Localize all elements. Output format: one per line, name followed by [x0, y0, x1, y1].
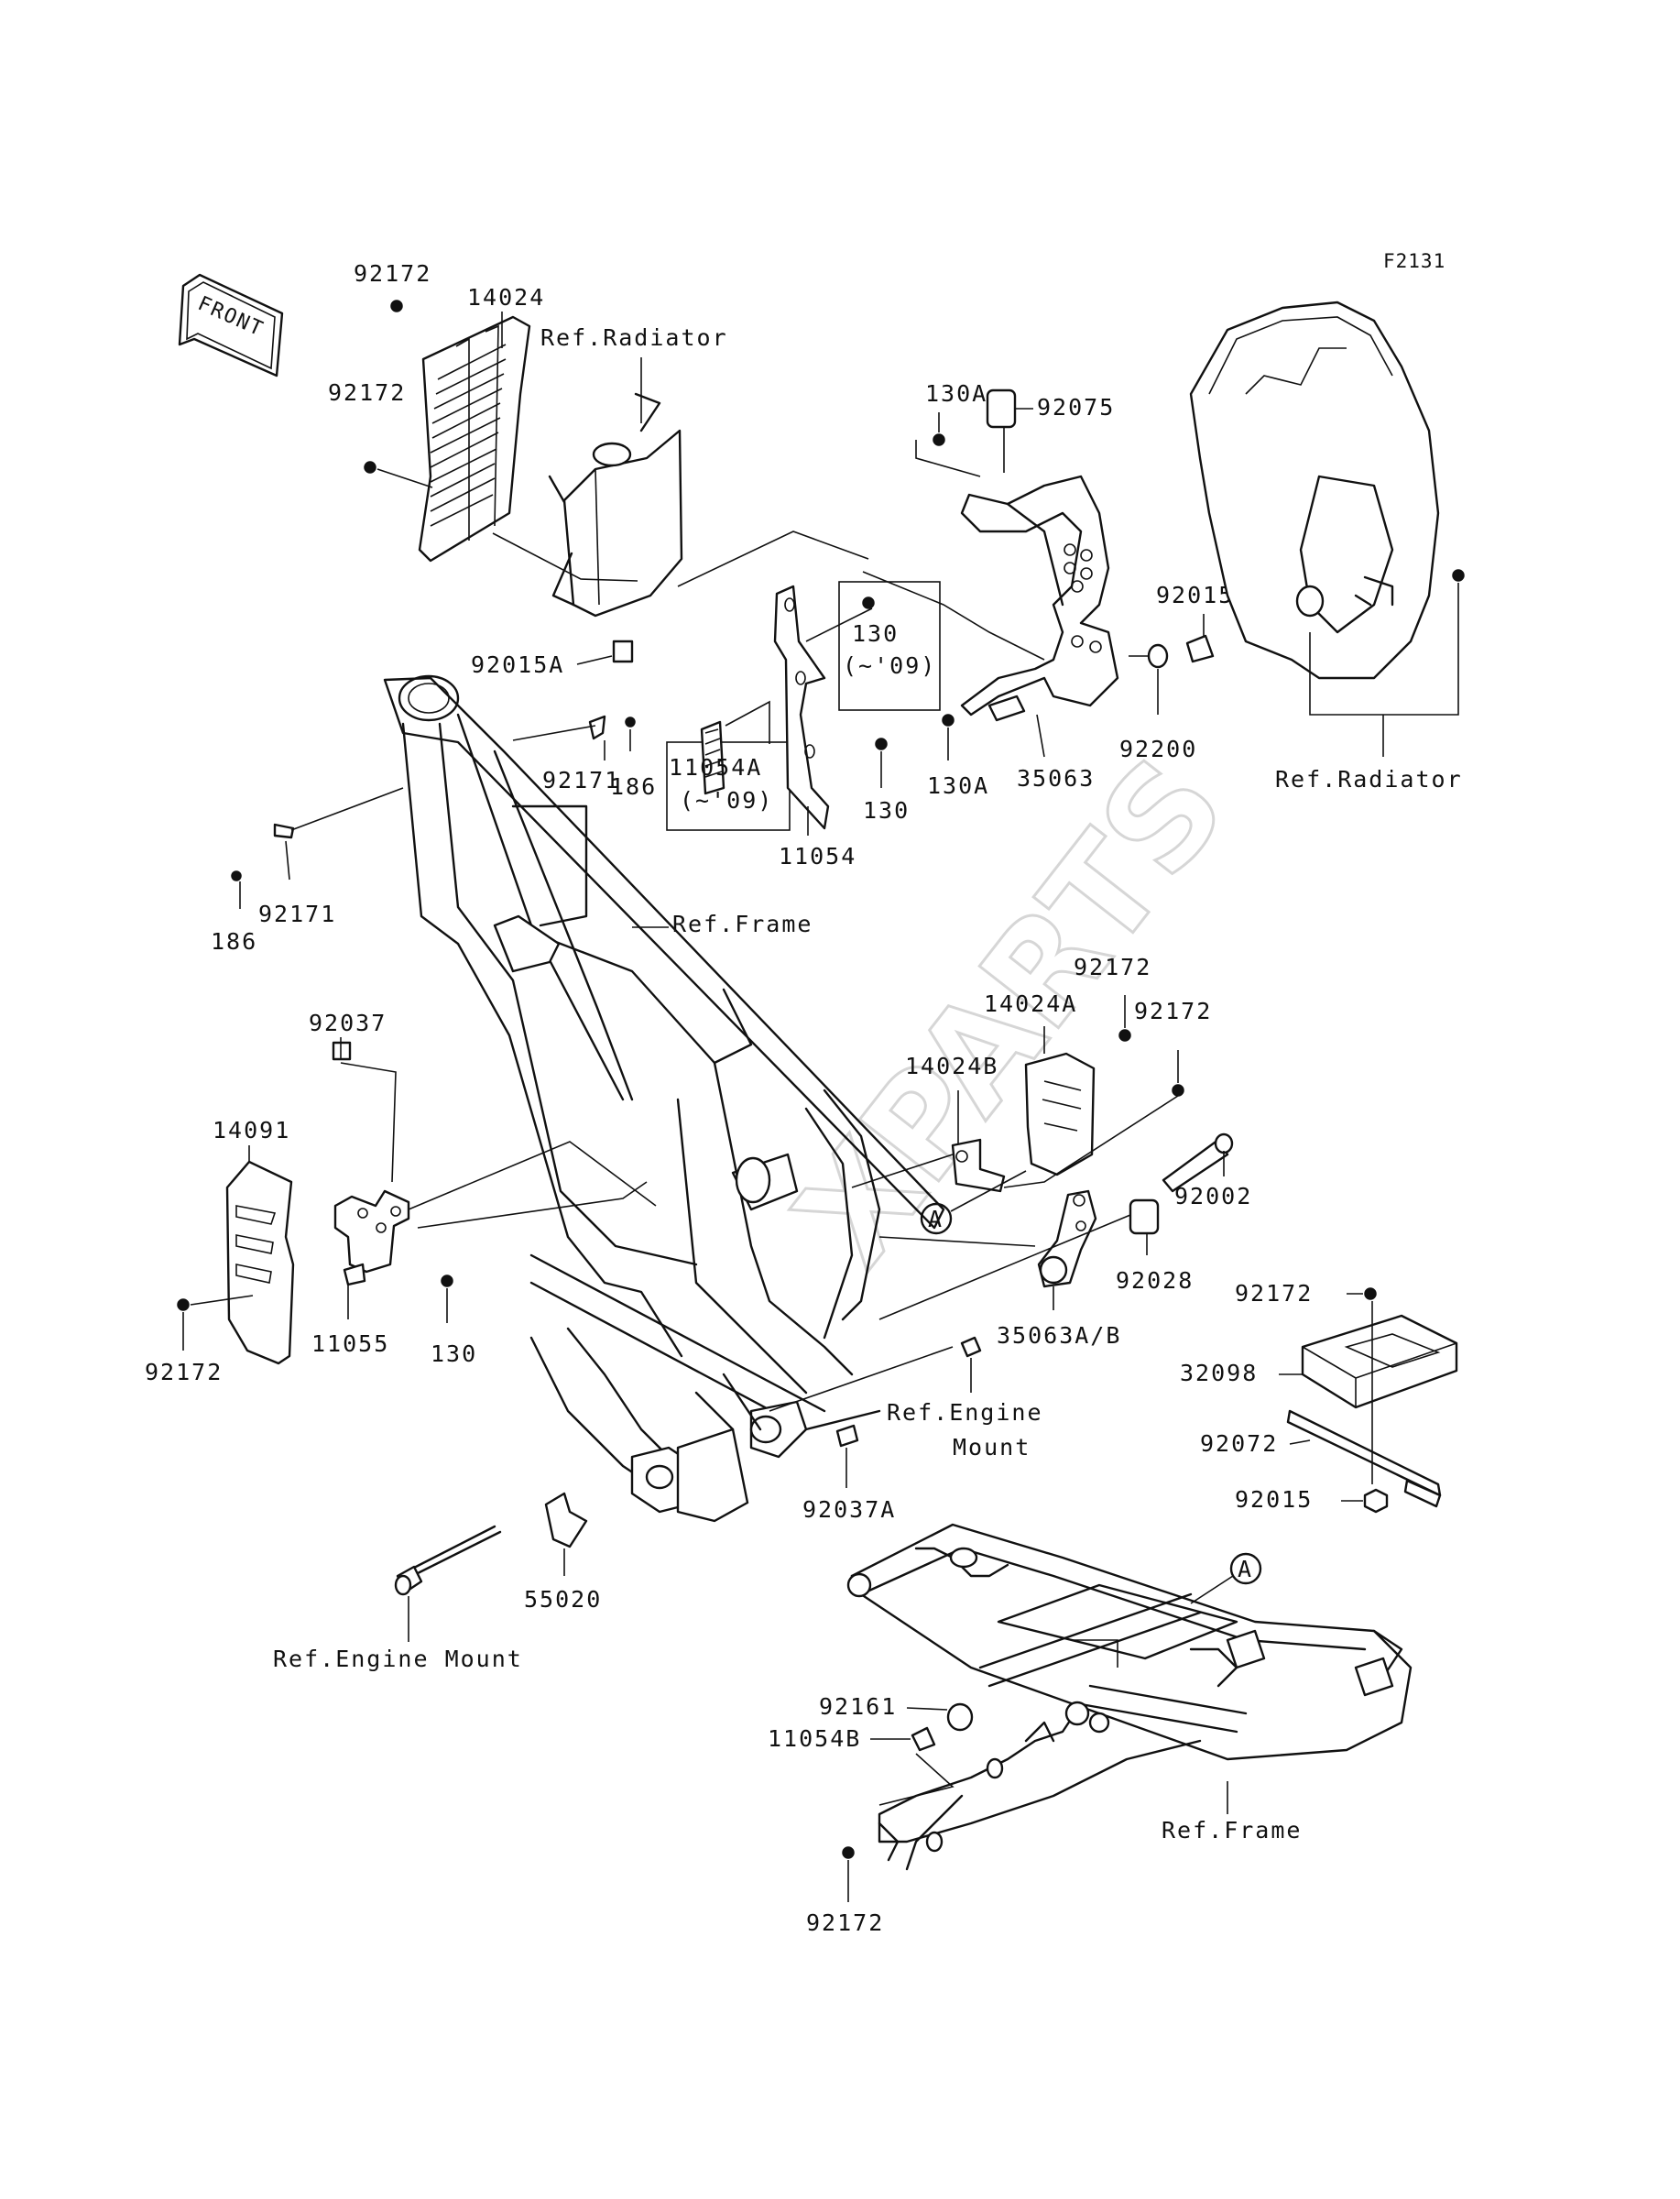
- label-130A-top: 130A: [925, 380, 987, 407]
- clip-11054B: [911, 1726, 936, 1752]
- label-ref-frame-top: Ref.Frame: [672, 911, 813, 937]
- bolt-130A-top: [933, 433, 945, 446]
- label-186-a: 186: [610, 773, 657, 800]
- label-92002: 92002: [1174, 1183, 1252, 1209]
- bolt-92172-f: [1364, 1287, 1377, 1300]
- label-92172-a: 92172: [354, 260, 431, 287]
- collar-92075: [986, 388, 1017, 429]
- callout-A-bottom-label: A: [1238, 1556, 1253, 1582]
- bolt-92172-e: [1172, 1084, 1184, 1097]
- bracket-35063: [960, 475, 1119, 722]
- front-arrow-label: FRONT: [194, 292, 267, 342]
- bolt-92172-b: [364, 461, 376, 474]
- bracket-11054: [773, 585, 830, 830]
- label-ref-engine-mount-mid-2: Mount: [953, 1434, 1031, 1461]
- label-ref-radiator-top: Ref.Radiator: [540, 324, 728, 351]
- main-frame: [383, 674, 945, 1523]
- label-130A-mid: 130A: [927, 772, 989, 799]
- callout-A-mid-label: A: [928, 1206, 944, 1232]
- label-11054: 11054: [779, 843, 856, 870]
- label-35063AB: 35063A/B: [997, 1322, 1121, 1349]
- clip-92171-b: [273, 823, 295, 839]
- collar-92015B: [1185, 634, 1215, 663]
- label-14024: 14024: [467, 284, 545, 311]
- guard-14024A: [1024, 1052, 1096, 1176]
- label-11055: 11055: [311, 1330, 389, 1357]
- bracket-11055: [333, 1189, 410, 1274]
- nut-92015: [1363, 1488, 1389, 1514]
- bolt-92172-g: [842, 1846, 855, 1859]
- label-92015A: 92015A: [471, 651, 564, 678]
- front-arrow-icon: FRONT: [178, 273, 284, 377]
- label-92037A: 92037A: [802, 1496, 896, 1523]
- label-35063: 35063: [1017, 765, 1095, 792]
- label-186-b: 186: [211, 928, 257, 955]
- label-130-low: 130: [431, 1340, 477, 1367]
- label-32098: 32098: [1180, 1360, 1258, 1386]
- label-11054A: 11054A: [669, 754, 762, 781]
- label-ref-radiator-right: Ref.Radiator: [1275, 766, 1463, 793]
- label-92172-d: 92172: [1074, 954, 1151, 980]
- bolt-130-paren: [862, 596, 875, 609]
- bolt-130-low: [441, 1275, 453, 1287]
- label-130-paren-note: (~'09): [843, 652, 936, 679]
- bracket-55020: [544, 1492, 588, 1548]
- label-ref-engine-mount-bottom: Ref.Engine Mount: [273, 1646, 523, 1672]
- radiator-guard-14024: [418, 315, 531, 563]
- clip-92037: [332, 1041, 352, 1061]
- label-92171-b: 92171: [258, 901, 336, 927]
- nut-engine-mount: [960, 1336, 982, 1358]
- label-92075: 92075: [1037, 394, 1115, 421]
- label-92172-f: 92172: [1235, 1280, 1313, 1307]
- label-92172-c: 92172: [145, 1359, 223, 1385]
- label-92171-a: 92171: [542, 767, 620, 793]
- label-92172-g: 92172: [806, 1909, 884, 1936]
- label-ref-frame-bottom: Ref.Frame: [1162, 1817, 1302, 1843]
- radiator-shroud: [1189, 301, 1440, 680]
- battery-case-32098: [1301, 1314, 1458, 1409]
- bolt-92172-d: [1118, 1029, 1131, 1042]
- bolt-130-mid: [875, 738, 888, 750]
- label-92172-e: 92172: [1134, 998, 1212, 1024]
- label-14024B: 14024B: [905, 1053, 998, 1079]
- label-92037: 92037: [309, 1010, 387, 1036]
- callout-A-mid: [920, 1202, 953, 1235]
- label-92161: 92161: [819, 1693, 897, 1720]
- reservoir-tank: [548, 392, 683, 663]
- bolt-186-a: [625, 717, 636, 728]
- bolt-186-b: [231, 870, 242, 881]
- cover-14091: [225, 1160, 295, 1365]
- label-92015: 92015: [1235, 1486, 1313, 1513]
- washer-92200: [1147, 643, 1169, 669]
- label-14091: 14091: [213, 1117, 290, 1143]
- bolt-92172-c: [177, 1298, 190, 1311]
- label-ref-engine-mount-mid-1: Ref.Engine: [887, 1399, 1043, 1426]
- label-11054B: 11054B: [768, 1725, 861, 1752]
- label-92200: 92200: [1119, 736, 1197, 762]
- callout-A-bottom: [1229, 1552, 1262, 1585]
- label-130-paren: 130: [852, 620, 899, 647]
- diagram-code: F2131: [1383, 250, 1445, 272]
- label-92172-b: 92172: [328, 379, 406, 406]
- engine-mount-bolt: [394, 1525, 502, 1596]
- clip-92171-a: [588, 715, 606, 740]
- label-14024A: 14024A: [984, 990, 1077, 1017]
- bolt-shroud: [1452, 569, 1465, 582]
- strap-92072: [1286, 1409, 1442, 1497]
- label-130-mid: 130: [863, 797, 910, 824]
- collar-92161: [946, 1702, 974, 1732]
- bolt-92172-a: [390, 300, 403, 312]
- label-55020: 55020: [524, 1586, 602, 1613]
- sub-frame: [846, 1523, 1413, 1871]
- label-11054A-note: (~'09): [680, 787, 773, 814]
- collar-92028: [1129, 1198, 1160, 1235]
- bolt-130A-mid: [942, 714, 955, 727]
- clip-92037A: [835, 1424, 859, 1448]
- label-92028: 92028: [1116, 1267, 1194, 1294]
- label-92072: 92072: [1200, 1430, 1278, 1457]
